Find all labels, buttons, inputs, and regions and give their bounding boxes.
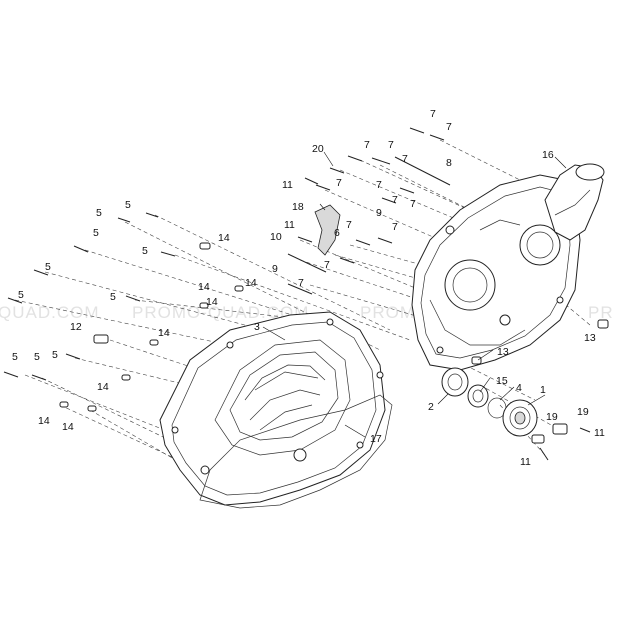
callout-20: 20: [312, 143, 324, 155]
guide-bracket: [314, 204, 341, 256]
callout-5: 5: [34, 351, 40, 363]
callout-7: 7: [298, 277, 304, 289]
bolt-hardware: [3, 127, 609, 461]
watermark-edge: PR: [588, 303, 614, 322]
callout-5: 5: [52, 349, 58, 361]
callout-5: 5: [45, 261, 51, 273]
callout-7: 7: [430, 108, 436, 120]
callout-5: 5: [12, 351, 18, 363]
callout-7: 7: [376, 179, 382, 191]
callout-7: 7: [336, 177, 342, 189]
ball-bearing: [502, 399, 538, 437]
callout-5: 5: [110, 291, 116, 303]
callout-5: 5: [96, 207, 102, 219]
callout-11: 11: [282, 179, 293, 191]
gasket: [199, 394, 393, 509]
callout-2: 2: [428, 401, 434, 413]
callout-7: 7: [446, 121, 452, 133]
callout-7: 7: [364, 139, 370, 151]
callout-14: 14: [97, 381, 109, 393]
callout-7: 7: [392, 194, 398, 206]
callout-14: 14: [218, 232, 230, 244]
callout-1: 1: [540, 384, 546, 396]
callout-19: 19: [577, 406, 589, 418]
callout-16: 16: [542, 149, 554, 161]
callout-17: 17: [370, 433, 382, 445]
callout-7: 7: [388, 139, 394, 151]
assembly-guide-lines: [14, 139, 591, 481]
leader-lines: [262, 151, 567, 438]
callout-13: 13: [584, 332, 596, 344]
crankcase-cover: [159, 311, 386, 506]
air-duct: [544, 163, 605, 241]
watermark-left: QUAD.COM: [0, 303, 100, 322]
callout-14: 14: [206, 296, 218, 308]
sensor-bracket: [531, 423, 568, 444]
callout-11: 11: [594, 427, 605, 439]
callout-7: 7: [392, 221, 398, 233]
callout-4: 4: [516, 382, 522, 394]
callout-14: 14: [38, 415, 50, 427]
callout-14: 14: [62, 421, 74, 433]
callout-13: 13: [497, 346, 509, 358]
callout-19: 19: [546, 411, 558, 423]
callout-11: 11: [520, 456, 531, 468]
callout-5: 5: [125, 199, 131, 211]
callout-10: 10: [270, 231, 282, 243]
callout-18: 18: [292, 201, 304, 213]
callout-3: 3: [254, 321, 260, 333]
crankcase-half: [411, 174, 581, 371]
callout-7: 7: [402, 153, 408, 165]
callout-7: 7: [324, 259, 330, 271]
callout-7: 7: [346, 219, 352, 231]
bearing-ring: [467, 384, 489, 408]
oil-seal: [441, 367, 469, 397]
callout-5: 5: [18, 289, 24, 301]
callout-14: 14: [198, 281, 210, 293]
callout-15: 15: [496, 375, 508, 387]
callout-7: 7: [410, 198, 416, 210]
callout-9: 9: [272, 263, 278, 275]
callout-11: 11: [284, 219, 295, 231]
callout-9: 9: [376, 207, 382, 219]
callout-14: 14: [245, 277, 257, 289]
callout-5: 5: [142, 245, 148, 257]
callout-12: 12: [70, 321, 82, 333]
callout-6: 6: [334, 227, 340, 239]
watermark-center: PROMO-QUAD.COM: [132, 303, 309, 322]
callout-5: 5: [93, 227, 99, 239]
callouts: 1 2 3 4 5 5 5 5 5 5 5 5 5 5 6 7 7 7 7 7 …: [12, 108, 605, 468]
callout-14: 14: [158, 327, 170, 339]
callout-8: 8: [446, 157, 452, 169]
